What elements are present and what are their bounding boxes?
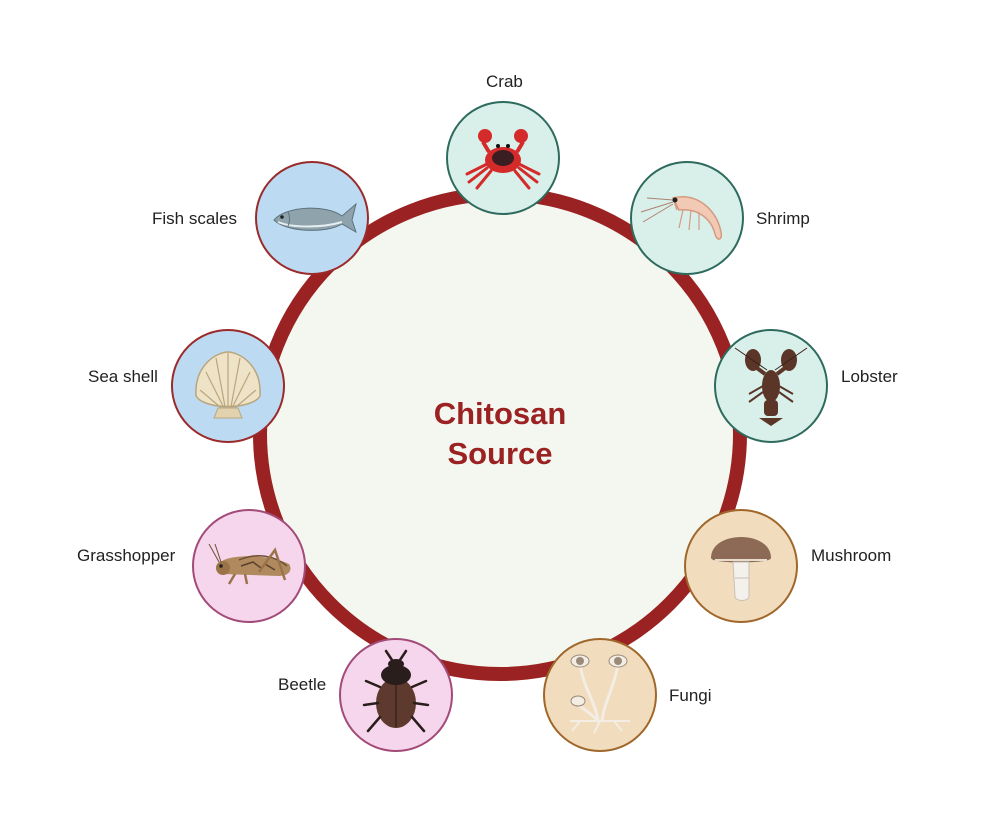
source-node-sea-shell	[171, 329, 285, 443]
source-node-fish-scales	[255, 161, 369, 275]
source-node-fungi	[543, 638, 657, 752]
source-node-grasshopper	[192, 509, 306, 623]
grasshopper-icon	[208, 543, 291, 585]
center-title-line-1: Chitosan	[433, 396, 567, 431]
label-fish-scales: Fish scales	[152, 209, 238, 228]
source-node-lobster	[714, 329, 828, 443]
node-circle	[630, 161, 744, 275]
center-title-line-2: Source	[447, 436, 553, 471]
label-sea-shell: Sea shell	[88, 367, 158, 386]
sea-shell-icon	[195, 351, 261, 419]
beetle-icon	[362, 649, 430, 733]
source-node-beetle	[339, 638, 453, 752]
crab-icon	[465, 129, 541, 190]
shrimp-icon	[640, 196, 723, 240]
node-circle	[543, 638, 657, 752]
source-node-mushroom	[684, 509, 798, 623]
label-lobster: Lobster	[841, 367, 898, 386]
mushroom-icon	[711, 537, 771, 601]
fish-icon	[273, 202, 357, 234]
label-mushroom: Mushroom	[811, 546, 892, 565]
label-beetle: Beetle	[278, 675, 327, 694]
label-shrimp: Shrimp	[756, 209, 810, 228]
fungi-icon	[570, 654, 630, 734]
lobster-icon	[734, 347, 808, 426]
source-node-shrimp	[630, 161, 744, 275]
source-node-crab	[446, 101, 560, 215]
label-crab: Crab	[486, 72, 523, 91]
label-grasshopper: Grasshopper	[77, 546, 176, 565]
label-fungi: Fungi	[669, 686, 712, 705]
